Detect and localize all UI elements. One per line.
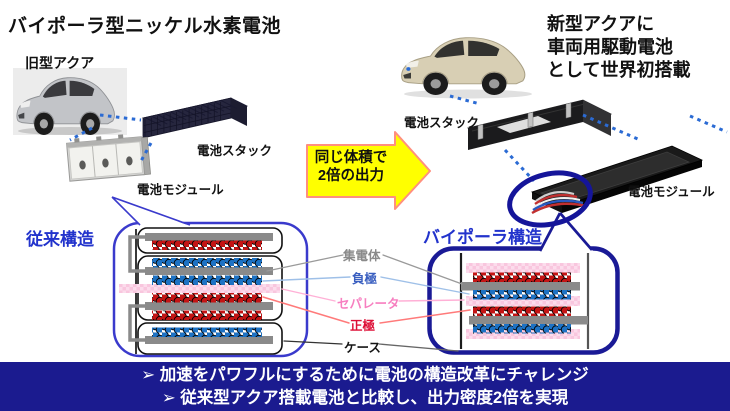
new-battery-stack-image bbox=[466, 99, 613, 150]
bipolar-structure-diagram bbox=[427, 212, 620, 355]
summary-banner-line1: ➢ 加速をパワフルにするために電池の構造改革にチャレンジ bbox=[141, 366, 589, 384]
legend-negative-electrode-label: 負極 bbox=[352, 272, 378, 286]
new-module-label: 電池モジュール bbox=[628, 185, 715, 199]
legend-positive-electrode-label: 正極 bbox=[350, 319, 376, 333]
module-layer-stripes bbox=[531, 190, 587, 215]
callout-left bbox=[111, 196, 191, 226]
old-aqua-car-image bbox=[13, 68, 127, 135]
legend-case-label: ケース bbox=[344, 341, 381, 355]
dotted-connector-lines bbox=[69, 94, 728, 183]
summary-banner: ➢ 加速をパワフルにするために電池の構造改革にチャレンジ ➢ 従来型アクア搭載電… bbox=[0, 362, 730, 411]
summary-banner-line2: ➢ 従来型アクア搭載電池と比較し、出力密度2倍を実現 bbox=[161, 389, 569, 407]
conventional-structure-label: 従来構造 bbox=[26, 230, 94, 249]
output-arrow-text-line2: 2倍の出力 bbox=[317, 168, 385, 184]
output-arrow-text: 同じ体積で 2倍の出力 bbox=[307, 149, 395, 185]
legend-collector-label: 集電体 bbox=[343, 249, 381, 263]
new-aqua-headline-line1: 新型アクアに bbox=[547, 14, 655, 34]
new-battery-module-image bbox=[530, 145, 704, 215]
output-arrow-text-line1: 同じ体積で bbox=[314, 150, 388, 166]
legend-separator-label: セパレータ bbox=[337, 297, 400, 311]
new-stack-label: 電池スタック bbox=[404, 116, 480, 130]
legend-connector-lines bbox=[262, 254, 471, 352]
old-module-label: 電池モジュール bbox=[137, 183, 224, 197]
old-battery-module-image bbox=[66, 134, 151, 182]
conventional-structure-diagram bbox=[111, 196, 309, 358]
highlight-ellipse bbox=[507, 170, 593, 228]
new-aqua-headline-line3: として世界初搭載 bbox=[547, 60, 691, 80]
new-aqua-headline-line2: 車両用駆動電池 bbox=[547, 37, 673, 57]
old-stack-label: 電池スタック bbox=[197, 144, 273, 158]
old-car-label: 旧型アクア bbox=[25, 55, 95, 71]
output-arrow bbox=[306, 131, 431, 210]
bipolar-structure-label: バイポーラ構造 bbox=[423, 228, 542, 247]
new-aqua-car-image bbox=[401, 37, 532, 99]
new-aqua-headline: 新型アクアに 車両用駆動電池 として世界初搭載 bbox=[547, 13, 690, 82]
page-title: バイポーラ型ニッケル水素電池 bbox=[8, 16, 282, 37]
old-battery-stack-image bbox=[141, 97, 249, 139]
